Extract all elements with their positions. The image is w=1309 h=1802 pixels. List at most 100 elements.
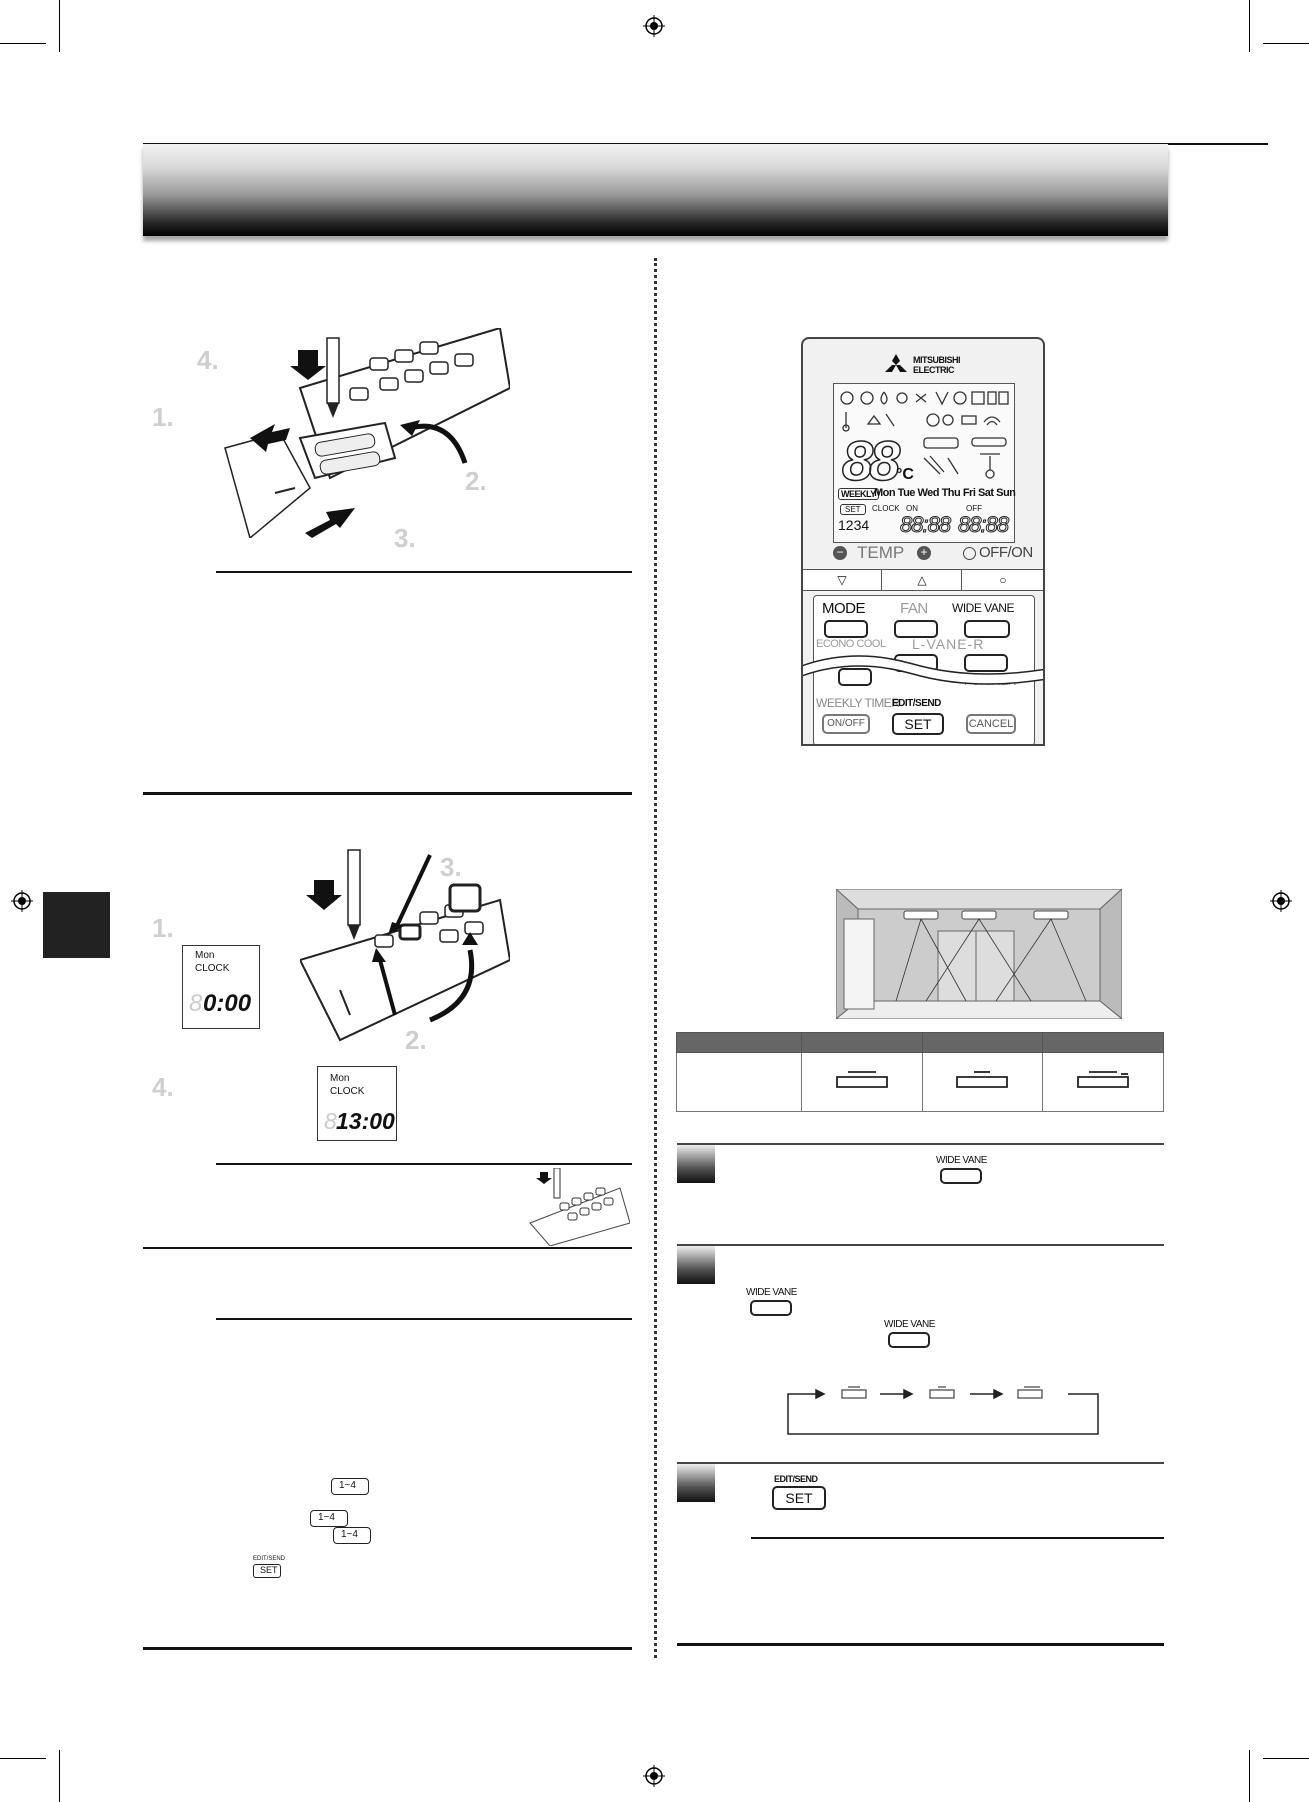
lcd-program-digits: 1234	[838, 517, 870, 533]
wide-vane-button[interactable]	[964, 620, 1010, 638]
lcd-time: 13:00	[336, 1108, 395, 1134]
column-divider	[654, 258, 657, 1658]
crop-mark	[0, 1758, 46, 1759]
program-range-button[interactable]: 1~4	[333, 1527, 371, 1544]
registration-mark-icon	[1270, 890, 1292, 912]
room-illustration	[836, 889, 1122, 1019]
section-rule	[216, 571, 632, 573]
registration-mark-icon	[643, 15, 665, 37]
cut-break-lines	[803, 655, 1043, 685]
lcd-time: 0:00	[203, 990, 252, 1017]
button-caption: WIDE VANE	[746, 1287, 797, 1298]
program-range-label: 1~4	[339, 1480, 356, 1491]
button-body	[940, 1168, 982, 1184]
lcd-clock-label: CLOCK	[330, 1086, 365, 1097]
button-body	[750, 1300, 792, 1316]
wide-vane-button-icon[interactable]: WIDE VANE	[936, 1155, 987, 1185]
crop-mark	[0, 43, 46, 44]
table-header-cell	[801, 1032, 923, 1053]
program-range-button[interactable]: 1~4	[310, 1510, 348, 1527]
crop-mark	[1249, 0, 1250, 52]
crop-mark	[1249, 1750, 1250, 1802]
power-label: OFF/ON	[979, 544, 1033, 561]
fan-label: FAN	[900, 600, 928, 617]
l-vane-r-label: L-VANE-R	[912, 636, 985, 652]
weekly-onoff-button[interactable]: ON/OFF	[822, 714, 870, 734]
vane-left-icon	[835, 1070, 888, 1088]
step-rule	[677, 1143, 1164, 1145]
weekly-indicator: WEEKLY	[838, 488, 879, 500]
vane-center-icon	[956, 1070, 1009, 1088]
table-header-cell	[921, 1032, 1044, 1053]
mitsubishi-logo-icon	[885, 354, 907, 372]
step-label: 1.	[152, 913, 174, 943]
brand-name-line2: ELECTRIC	[913, 365, 955, 375]
table-cell	[801, 1052, 923, 1112]
lcd-off-indicator: OFF	[966, 504, 982, 513]
temp-minus-icon[interactable]: −	[833, 546, 847, 560]
button-caption: EDIT/SEND	[774, 1474, 818, 1484]
lcd-set-indicator: SET	[840, 504, 866, 515]
temp-label: TEMP	[857, 543, 905, 562]
cancel-button[interactable]: CANCEL	[966, 714, 1016, 734]
table-cell	[921, 1052, 1044, 1112]
crop-mark	[1263, 1758, 1309, 1759]
lcd-timer-left: 88:88	[899, 512, 951, 538]
day-label: Fri	[962, 487, 976, 499]
mode-button[interactable]	[824, 620, 868, 638]
button-body: SET	[772, 1486, 826, 1510]
clock-lcd-before: Mon CLOCK 8 0:00	[182, 945, 260, 1029]
day-label: Tue	[897, 487, 916, 499]
lcd-on-indicator: ON	[906, 504, 918, 513]
remote-lcd: 88 °C WEEKLY Mon Tue Wed Thu Fri Sat Sun…	[833, 383, 1016, 543]
step-label: 1.	[152, 402, 174, 432]
fan-button[interactable]	[894, 620, 938, 638]
power-icon	[963, 547, 976, 560]
day-label: Sat	[977, 487, 994, 499]
registration-mark-icon	[643, 1765, 665, 1787]
step-1-marker	[677, 1145, 715, 1183]
vane-right-icon	[1077, 1070, 1130, 1088]
program-range-label: 1~4	[341, 1529, 358, 1540]
reset-remote-figure	[529, 1168, 630, 1246]
set-button-icon[interactable]: EDIT/SEND SET	[772, 1474, 828, 1512]
table-header-cell	[1042, 1032, 1164, 1053]
table-header-row	[676, 1032, 1164, 1053]
remote-controller: MITSUBISHI ELECTRIC 88 °C WEE	[801, 337, 1045, 746]
button-body	[888, 1332, 930, 1348]
section-rule	[216, 1318, 632, 1320]
crop-mark	[59, 0, 60, 52]
econo-cool-button[interactable]	[838, 668, 872, 686]
wide-vane-button-icon[interactable]: WIDE VANE	[746, 1287, 802, 1317]
circle-button[interactable]: ○	[999, 573, 1007, 587]
step-label: 4.	[197, 345, 219, 375]
step-3-marker	[677, 1464, 715, 1502]
section-rule	[216, 1163, 632, 1165]
lcd-day: Mon	[330, 1073, 350, 1084]
vane-settings-table	[676, 1032, 1164, 1112]
section-rule	[677, 1643, 1164, 1646]
up-arrow-button[interactable]: △	[883, 570, 962, 590]
table-cell	[676, 1052, 802, 1112]
lcd-temperature: 88	[841, 428, 901, 493]
r-vane-button[interactable]	[964, 654, 1008, 672]
set-button[interactable]: SET	[892, 713, 944, 735]
temp-plus-icon[interactable]: +	[917, 546, 931, 560]
step-label: 3.	[440, 852, 462, 882]
step-label: 4.	[152, 1072, 174, 1102]
wide-vane-button-icon[interactable]: WIDE VANE	[884, 1319, 940, 1349]
step-rule	[677, 1462, 1164, 1464]
section-rule	[751, 1537, 1164, 1539]
table-row	[676, 1052, 1164, 1112]
vane-icons	[923, 437, 1007, 479]
set-button-small[interactable]: EDIT/SEND SET	[253, 1556, 285, 1580]
registration-mark-icon	[11, 890, 33, 912]
clock-setting-figure	[300, 849, 510, 1042]
chapter-tab	[43, 892, 110, 958]
status-icons-row	[842, 412, 1001, 432]
vane-cycle-diagram	[787, 1386, 1099, 1435]
step-label: 2.	[405, 1025, 427, 1055]
step-rule	[677, 1244, 1164, 1246]
down-arrow-button[interactable]: ▽	[803, 570, 882, 590]
program-range-button[interactable]: 1~4	[331, 1478, 369, 1495]
